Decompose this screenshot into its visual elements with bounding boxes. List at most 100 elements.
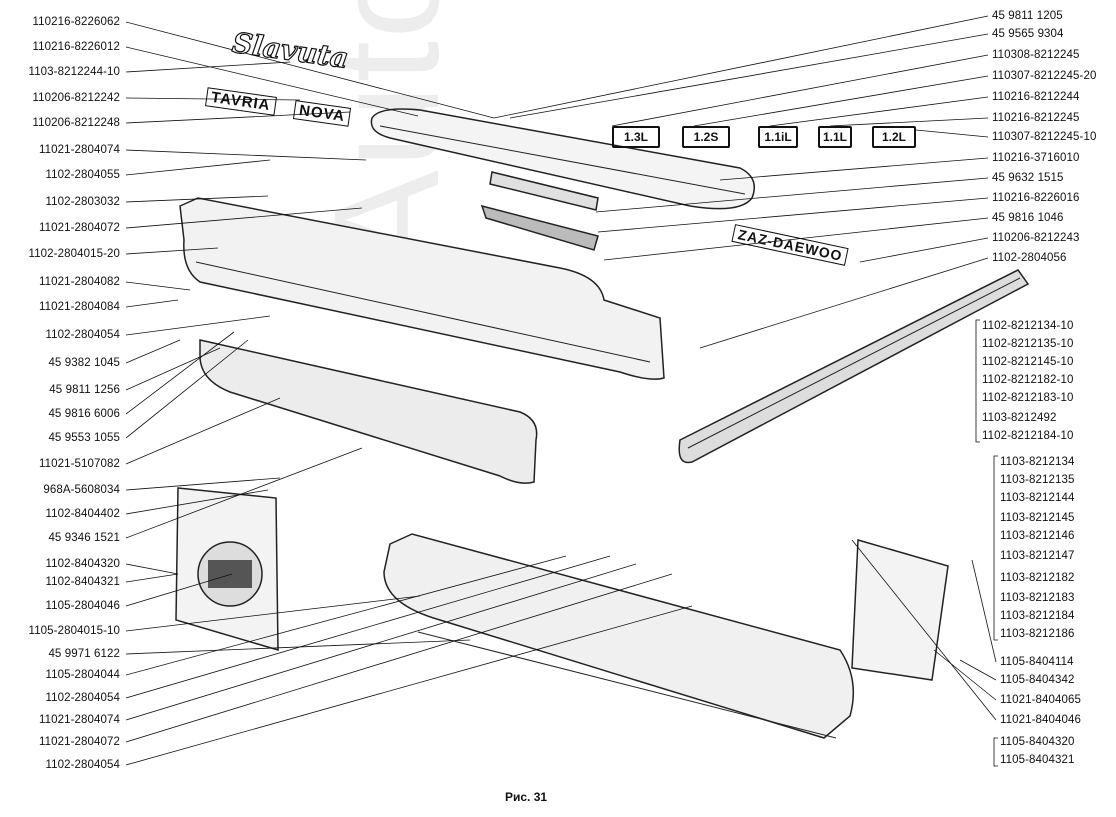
part-label-left: 11021-2804074	[38, 144, 120, 156]
part-label-right: 1102-8212184-10	[982, 430, 1074, 442]
part-label-left: 45 9553 1055	[48, 432, 120, 444]
leader-line	[125, 339, 181, 364]
leader-line	[125, 573, 673, 743]
part-label-right: 1102-8212145-10	[982, 356, 1074, 368]
part-label-left: 1105-2804044	[45, 669, 120, 681]
leader-line	[125, 573, 233, 607]
leader-line	[125, 397, 281, 465]
leader-line	[959, 659, 997, 681]
leader-line	[611, 54, 989, 127]
leader-line	[125, 111, 351, 124]
leader-line	[699, 257, 989, 349]
leader-line	[859, 237, 989, 263]
part-label-right: 110307-8212245-20	[992, 70, 1097, 82]
leader-line	[125, 46, 419, 117]
leader-line	[125, 605, 693, 766]
spoiler-seal	[480, 204, 599, 251]
part-label-left: 110206-8212248	[32, 117, 120, 129]
leader-line	[125, 489, 269, 515]
leader-line	[125, 195, 269, 203]
leader-line	[971, 559, 997, 663]
part-label-right: 1105-8404321	[1000, 754, 1075, 766]
engine-badge: 1.3L	[612, 126, 660, 148]
leader-line	[493, 15, 989, 119]
part-label-left: 968A-5608034	[43, 484, 120, 496]
leader-line	[125, 447, 363, 539]
part-label-left: 110206-8212242	[32, 92, 120, 104]
part-label-right: 1103-8212144	[1000, 492, 1075, 504]
part-label-right: 1103-8212183	[1000, 592, 1075, 604]
leader-line	[125, 477, 281, 491]
part-label-left: 11021-2804072	[38, 222, 120, 234]
rear-bumper	[383, 533, 855, 739]
engine-badge: 1.1iL	[758, 126, 798, 148]
part-label-left: 11021-2804082	[38, 276, 120, 288]
part-label-left: 110216-8226012	[32, 41, 120, 53]
part-label-left: 11021-5107082	[38, 458, 120, 470]
part-label-left: 1102-2804054	[45, 329, 120, 341]
leader-line	[125, 281, 191, 291]
part-label-right: 1103-8212135	[1000, 474, 1075, 486]
rear-spoiler	[370, 108, 755, 210]
leader-line	[125, 207, 363, 229]
part-label-left: 1103-8212244-10	[28, 66, 120, 78]
figure-caption: Рис. 31	[505, 790, 548, 804]
part-label-right: 1102-8212183-10	[982, 392, 1074, 404]
leader-line	[597, 197, 989, 233]
engine-badge: 1.2S	[682, 126, 730, 148]
part-label-right: 110216-3716010	[992, 152, 1080, 164]
part-label-left: 1102-2804054	[45, 759, 120, 771]
part-label-right: 110307-8212245-10	[992, 131, 1097, 143]
part-label-right: 45 9565 9304	[992, 28, 1064, 40]
part-label-left: 1102-8404320	[45, 558, 120, 570]
part-label-right: 11021-8404046	[1000, 714, 1082, 726]
leader-line	[125, 97, 301, 101]
part-label-right: 110216-8226016	[992, 192, 1080, 204]
group-bracket	[993, 737, 998, 767]
part-label-right: 1102-8212134-10	[982, 320, 1074, 332]
leader-line	[125, 149, 367, 161]
part-label-right: 1102-8212135-10	[982, 338, 1074, 350]
part-label-left: 11021-2804074	[38, 714, 120, 726]
leader-line	[603, 217, 989, 261]
leader-line	[125, 159, 271, 176]
group-bracket	[993, 455, 998, 641]
part-label-left: 45 9816 6006	[48, 408, 120, 420]
part-label-right: 1103-8212145	[1000, 512, 1075, 524]
part-label-left: 1102-2804054	[45, 692, 120, 704]
part-label-left: 110216-8226062	[32, 16, 120, 28]
part-label-right: 1102-2804056	[992, 252, 1067, 264]
leader-line	[769, 96, 989, 127]
part-label-right: 1103-8212492	[982, 412, 1057, 424]
spoiler-bracket	[489, 171, 599, 211]
leader-line	[693, 75, 989, 127]
leader-line	[125, 555, 611, 699]
leader-line	[125, 21, 495, 119]
part-label-right: 1105-8404320	[1000, 736, 1075, 748]
leader-line	[125, 573, 179, 583]
leader-line	[125, 61, 291, 73]
part-label-left: 1102-8404402	[45, 508, 120, 520]
leader-line	[125, 299, 179, 308]
part-label-right: 110206-8212243	[992, 232, 1080, 244]
leader-line	[719, 157, 989, 181]
part-label-right: 1103-8212147	[1000, 550, 1075, 562]
part-label-left: 1105-2804046	[45, 600, 120, 612]
part-label-right: 11021-8404065	[1000, 694, 1082, 706]
leader-line	[125, 563, 179, 575]
part-label-right: 110308-8212245	[992, 49, 1080, 61]
leader-line	[595, 177, 989, 213]
part-label-left: 1102-8404321	[45, 576, 120, 588]
part-label-right: 1103-8212134	[1000, 456, 1075, 468]
leader-line	[125, 595, 421, 632]
front-bumper	[179, 197, 665, 380]
part-label-left: 1102-2804055	[45, 169, 120, 181]
part-label-left: 45 9971 6122	[48, 648, 120, 660]
part-label-right: 1102-8212182-10	[982, 374, 1074, 386]
part-label-right: 1103-8212146	[1000, 530, 1075, 542]
part-label-right: 45 9811 1205	[992, 10, 1063, 22]
part-label-right: 1103-8212184	[1000, 610, 1075, 622]
part-label-left: 45 9811 1256	[49, 384, 120, 396]
